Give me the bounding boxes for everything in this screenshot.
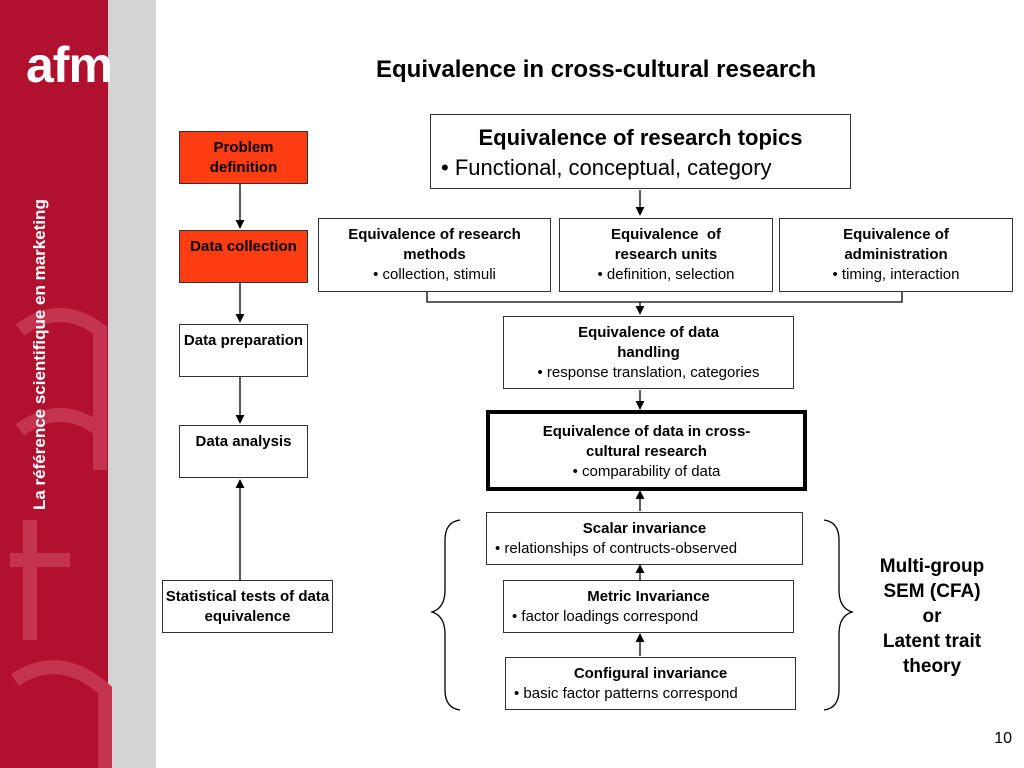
- box-sub: • definition, selection: [597, 266, 735, 283]
- methods-note-line: Multi-group: [879, 556, 985, 577]
- box-head: Equivalence of data handling: [578, 324, 719, 361]
- box-configural-invariance: Configural invariance • basic factor pat…: [505, 657, 796, 710]
- methods-note-line: theory: [902, 656, 962, 677]
- step-statistical-tests: Statistical tests of data equivalence: [162, 580, 333, 633]
- bracket-methods-row: [426, 292, 903, 303]
- brand-band-grey: [108, 0, 156, 768]
- box-sub: • basic factor patterns correspond: [514, 685, 738, 702]
- box-sub: • factor loadings correspond: [512, 608, 699, 625]
- box-sub: • Functional, conceptual, category: [441, 155, 772, 180]
- box-head: Metric Invariance: [587, 588, 710, 605]
- step-data-analysis: Data analysis: [179, 425, 308, 478]
- methods-note-line: SEM (CFA): [883, 581, 981, 602]
- step-data-preparation: Data preparation: [179, 324, 308, 377]
- brand-watermark: [10, 308, 112, 768]
- box-head: Equivalence of research methods: [348, 226, 521, 263]
- step-label: Data preparation: [183, 332, 304, 349]
- step-label: Statistical tests of data equivalence: [165, 588, 330, 625]
- box-data-handling: Equivalence of data handling • response …: [503, 316, 794, 389]
- box-administration: Equivalence of administration • timing, …: [779, 218, 1013, 292]
- box-sub: • response translation, categories: [537, 364, 760, 381]
- page-number: 10: [994, 730, 1012, 747]
- box-sub: • collection, stimuli: [373, 266, 496, 283]
- box-sub: • timing, interaction: [832, 266, 960, 283]
- box-head: Scalar invariance: [582, 520, 707, 537]
- box-scalar-invariance: Scalar invariance • relationships of con…: [486, 512, 803, 565]
- box-head: Equivalence of research topics: [478, 125, 803, 150]
- step-data-collection: Data collection: [179, 230, 308, 283]
- afm-logo: afm: [26, 37, 113, 93]
- box-head: Equivalence of administration: [843, 226, 949, 263]
- box-sub: • comparability of data: [572, 463, 721, 480]
- box-sub: • relationships of contructs-observed: [495, 540, 738, 557]
- box-cross-cultural: Equivalence of data in cross-cultural re…: [486, 410, 807, 491]
- step-label: Problem definition: [209, 139, 278, 176]
- step-label: Data analysis: [195, 433, 292, 450]
- box-head: Equivalence of research units: [610, 226, 726, 263]
- methods-note-line: or: [922, 606, 942, 627]
- box-research-topics: Equivalence of research topics • Functio…: [430, 114, 851, 189]
- step-label: Data collection: [190, 238, 297, 255]
- box-research-units: Equivalence of research units • definiti…: [559, 218, 773, 292]
- left-brace: [429, 519, 461, 711]
- box-head: Equivalence of data in cross-cultural re…: [542, 423, 751, 460]
- methods-note-line: Latent trait: [882, 631, 982, 652]
- box-head: Configural invariance: [573, 665, 728, 682]
- box-metric-invariance: Metric Invariance • factor loadings corr…: [503, 580, 794, 633]
- slide-title: Equivalence in cross-cultural research: [376, 56, 817, 83]
- methods-note: Multi-group SEM (CFA) or Latent trait th…: [862, 554, 1002, 679]
- step-problem-definition: Problem definition: [179, 131, 308, 184]
- brand-band-red: [0, 0, 108, 768]
- right-brace: [823, 519, 855, 711]
- box-research-methods: Equivalence of research methods • collec…: [318, 218, 551, 292]
